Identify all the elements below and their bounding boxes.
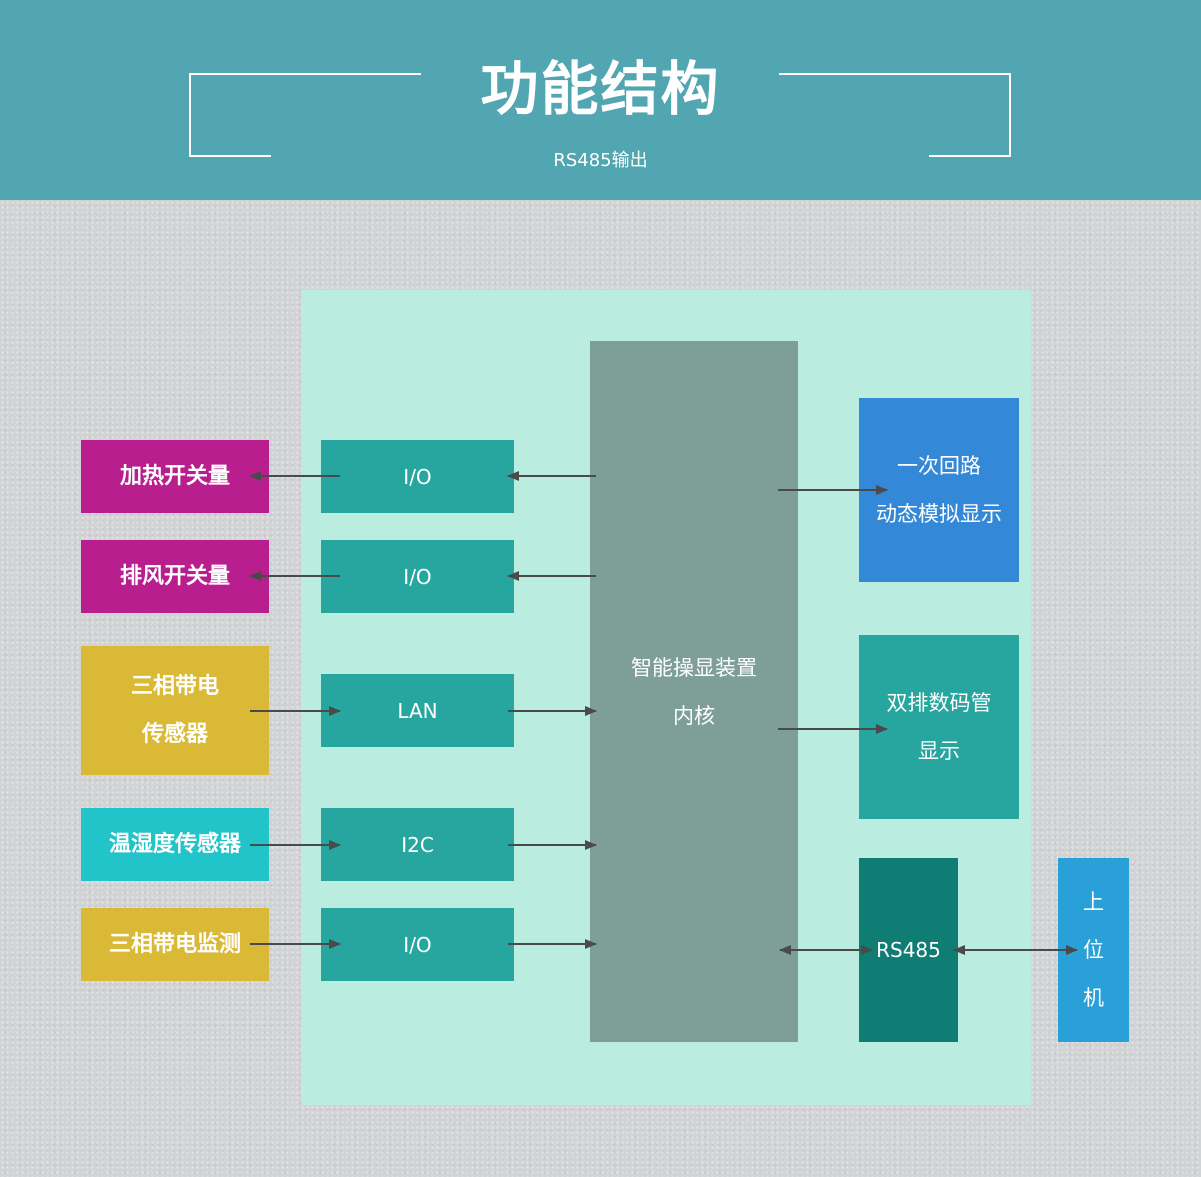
core-line2: 内核 bbox=[673, 703, 715, 728]
digit-display-line2: 显示 bbox=[918, 739, 960, 763]
host-char-1: 上 bbox=[1083, 890, 1104, 914]
exhaust-switch-label: 排风开关量 bbox=[119, 563, 230, 589]
lan-module-label: LAN bbox=[397, 698, 438, 723]
core-line1: 智能操显装置 bbox=[631, 655, 757, 680]
frame-line-bottom-left bbox=[189, 155, 271, 157]
lan-module: LAN bbox=[321, 674, 514, 747]
rs485-label: RS485 bbox=[876, 938, 941, 962]
three-phase-sensor-line1: 三相带电 bbox=[130, 673, 219, 699]
heating-switch-label: 加热开关量 bbox=[119, 463, 230, 489]
core-box: 智能操显装置 内核 bbox=[590, 341, 798, 1042]
heating-switch-box: 加热开关量 bbox=[81, 440, 269, 513]
frame-line-bottom-right bbox=[929, 155, 1011, 157]
i2c-module: I2C bbox=[321, 808, 514, 881]
header-banner: 功能结构 RS485输出 bbox=[0, 0, 1201, 200]
rs485-box: RS485 bbox=[859, 858, 958, 1042]
three-phase-monitor-box: 三相带电监测 bbox=[81, 908, 269, 981]
frame-line-top-left bbox=[189, 73, 421, 75]
page-title: 功能结构 bbox=[480, 55, 721, 123]
io-module-1: I/O bbox=[321, 440, 514, 513]
io-module-1-label: I/O bbox=[403, 464, 432, 489]
humidity-sensor-box: 温湿度传感器 bbox=[81, 808, 269, 881]
loop-display-line1: 一次回路 bbox=[897, 454, 981, 478]
frame-line-top-right bbox=[779, 73, 1011, 75]
exhaust-switch-box: 排风开关量 bbox=[81, 540, 269, 613]
frame-line-right-vertical bbox=[1009, 73, 1011, 157]
io-module-3-label: I/O bbox=[403, 932, 432, 957]
page-subtitle: RS485输出 bbox=[553, 150, 648, 171]
i2c-module-label: I2C bbox=[401, 832, 434, 857]
three-phase-sensor-box: 三相带电 传感器 bbox=[81, 646, 269, 775]
io-module-2: I/O bbox=[321, 540, 514, 613]
host-char-3: 机 bbox=[1083, 986, 1104, 1010]
host-char-2: 位 bbox=[1083, 938, 1104, 962]
io-module-2-label: I/O bbox=[403, 564, 432, 589]
digit-display-line1: 双排数码管 bbox=[886, 691, 992, 715]
humidity-sensor-label: 温湿度传感器 bbox=[108, 831, 241, 857]
frame-line-left-vertical bbox=[189, 73, 191, 157]
three-phase-sensor-line2: 传感器 bbox=[141, 721, 208, 747]
loop-display-line2: 动态模拟显示 bbox=[876, 502, 1002, 526]
io-module-3: I/O bbox=[321, 908, 514, 981]
three-phase-monitor-label: 三相带电监测 bbox=[108, 931, 241, 957]
